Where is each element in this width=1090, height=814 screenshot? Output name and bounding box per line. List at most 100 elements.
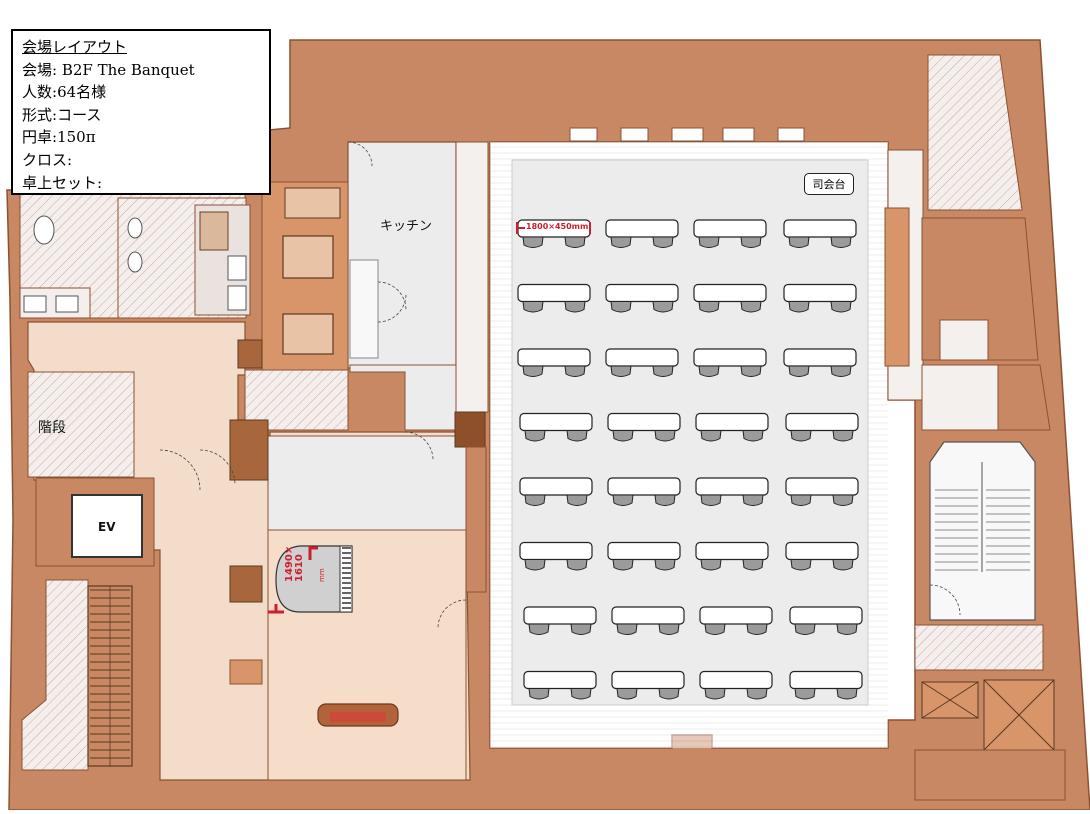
chair — [830, 236, 852, 248]
chair — [522, 365, 544, 377]
chair — [794, 688, 816, 700]
chair — [788, 365, 810, 377]
chair — [790, 430, 812, 442]
banquet-tables — [517, 219, 863, 700]
banquet-table — [605, 348, 679, 377]
chair — [616, 688, 638, 700]
info-title: 会場レイアウト — [22, 38, 128, 56]
chair — [524, 430, 546, 442]
banquet-table — [611, 606, 685, 635]
chair — [700, 494, 722, 506]
chair — [528, 623, 550, 635]
chair — [740, 365, 762, 377]
banquet-table — [785, 541, 859, 571]
chair — [830, 301, 852, 313]
banquet-table — [695, 541, 769, 571]
prep-room — [267, 435, 467, 531]
chair — [788, 236, 810, 248]
chair — [570, 623, 592, 635]
chair — [742, 559, 764, 571]
banquet-table — [607, 477, 681, 506]
banquet-table — [517, 283, 591, 313]
banquet-table — [699, 670, 773, 700]
chair — [704, 623, 726, 635]
banquet-table — [699, 606, 773, 635]
chair — [522, 236, 544, 248]
banquet-table — [693, 219, 767, 248]
chair — [570, 688, 592, 700]
chair — [700, 559, 722, 571]
banquet-table — [783, 283, 857, 313]
chair — [830, 365, 852, 377]
stairs-label: 階段 — [38, 420, 66, 436]
chair — [612, 430, 634, 442]
chair — [790, 559, 812, 571]
chair — [836, 688, 858, 700]
chair — [610, 301, 632, 313]
chair — [612, 559, 634, 571]
info-guests: 人数:64名様 — [22, 83, 107, 102]
chair — [528, 688, 550, 700]
chair — [654, 430, 676, 442]
banquet-table — [523, 606, 597, 635]
chair — [616, 623, 638, 635]
chair — [788, 301, 810, 313]
chair — [832, 559, 854, 571]
banquet-table — [519, 412, 593, 442]
chair — [654, 559, 676, 571]
chair — [746, 623, 768, 635]
banquet-table — [611, 670, 685, 700]
chair — [746, 688, 768, 700]
chair — [652, 365, 674, 377]
banquet-table — [695, 412, 769, 442]
banquet-table — [693, 348, 767, 377]
layout-info-box: 会場レイアウト 会場: B2F The Banquet 人数:64名様 形式:コ… — [11, 29, 271, 195]
chair — [740, 301, 762, 313]
chair — [566, 430, 588, 442]
chair — [700, 430, 722, 442]
banquet-table — [783, 348, 857, 377]
chair — [566, 494, 588, 506]
banquet-table — [519, 477, 593, 506]
banquet-table — [695, 477, 769, 506]
chair — [652, 301, 674, 313]
elevator-shaft — [71, 494, 143, 558]
chair — [698, 365, 720, 377]
piano-size-label: 1490× 1610 — [284, 545, 305, 582]
chair — [658, 623, 680, 635]
banquet-table — [693, 283, 767, 313]
info-cloth: クロス: — [22, 150, 73, 169]
banquet-table — [523, 670, 597, 700]
table-size-label: 1800×450mm — [525, 222, 590, 231]
emcee-table-label: 司会台 — [804, 173, 854, 195]
chair — [698, 236, 720, 248]
piano-size-unit: mm — [318, 568, 326, 582]
right-staircase — [929, 441, 1036, 621]
banquet-table — [607, 412, 681, 442]
chair — [564, 236, 586, 248]
banquet-table — [517, 348, 591, 377]
banquet-table — [785, 412, 859, 442]
chair — [566, 559, 588, 571]
chair — [522, 301, 544, 313]
chair — [832, 494, 854, 506]
banquet-table — [783, 219, 857, 248]
stairs-area — [27, 371, 135, 478]
chair — [524, 559, 546, 571]
grand-piano — [268, 545, 353, 614]
chair — [698, 301, 720, 313]
banquet-table — [605, 283, 679, 313]
info-round-table: 円卓:150π — [22, 128, 96, 147]
chair — [832, 430, 854, 442]
chair — [704, 688, 726, 700]
chair — [610, 365, 632, 377]
banquet-table — [789, 606, 863, 635]
banquet-table — [789, 670, 863, 700]
banquet-table — [519, 541, 593, 571]
chair — [564, 301, 586, 313]
banquet-table — [605, 219, 679, 248]
info-style: 形式:コース — [22, 105, 102, 124]
chair — [836, 623, 858, 635]
